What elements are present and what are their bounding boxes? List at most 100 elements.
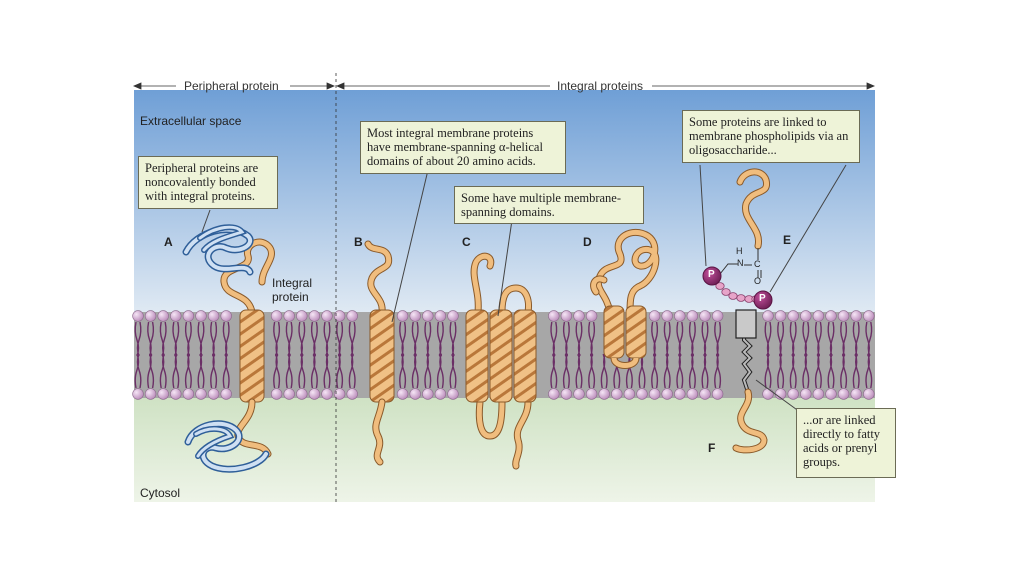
lipid-head-outer — [132, 310, 144, 322]
lipid-tail-outer — [802, 321, 810, 357]
lipid-head-inner — [863, 388, 875, 400]
lipid-tail-outer — [411, 321, 419, 357]
lipid-head-outer — [144, 310, 157, 322]
lipid-head-inner — [182, 388, 195, 400]
lipid-tail-outer — [285, 321, 293, 357]
lipid-head-inner — [207, 388, 220, 400]
lipid-tail-outer — [764, 321, 772, 357]
lipid-tail-inner — [285, 353, 293, 389]
letter-f: F — [708, 441, 716, 455]
lipid-tail-outer — [701, 321, 709, 357]
lipid-head-inner — [422, 388, 434, 400]
lipid-tail-outer — [714, 321, 722, 357]
lipid-head-outer — [825, 310, 837, 322]
sugar-bead — [736, 294, 746, 302]
lipid-tail-inner — [701, 353, 709, 389]
lipid-heads — [132, 310, 875, 400]
lipid-tail-outer — [298, 321, 306, 357]
lipid-head-inner — [711, 388, 724, 400]
lipid-head-outer — [409, 310, 421, 322]
phosphate-2-letter: P — [759, 293, 766, 304]
lipid-tail-outer — [147, 321, 155, 357]
lipid-tail-outer — [348, 321, 356, 357]
lipid-tail-inner — [399, 353, 407, 389]
phosphate-1 — [702, 266, 722, 286]
lipid-tail-inner — [273, 353, 281, 389]
lipid-head-inner — [585, 388, 598, 400]
letter-e: E — [783, 233, 792, 247]
lipid-tail-inner — [764, 353, 772, 389]
lipid-tail-outer — [663, 321, 671, 357]
lipid-head-outer — [220, 310, 232, 322]
lipid-tail-outer — [852, 321, 860, 357]
callout-oligosaccharide: Some proteins are linked to membrane pho… — [682, 110, 860, 163]
lipid-head-inner — [434, 388, 447, 400]
lipid-head-outer — [396, 310, 409, 322]
lipid-head-outer — [585, 310, 598, 322]
lipid-head-inner — [686, 388, 699, 400]
lipid-head-inner — [762, 388, 774, 400]
peripheral-protein-top — [182, 224, 254, 276]
sugar-bead — [728, 292, 738, 300]
protein-f — [732, 309, 768, 454]
lipid-head-inner — [283, 388, 295, 400]
lipid-head-outer — [686, 310, 699, 322]
peripheral-protein-header: Peripheral protein — [184, 79, 279, 93]
lipid-tail-inner — [802, 353, 810, 389]
lipid-head-inner — [699, 388, 711, 400]
header-arrows — [132, 73, 876, 502]
lipid-tail-inner — [575, 353, 583, 389]
lipid-tail-inner — [714, 353, 722, 389]
protein-c — [465, 252, 537, 470]
lipid-tail-outer — [424, 321, 432, 357]
lipid-tail-outer — [676, 321, 684, 357]
lipid-tail-inner — [777, 353, 785, 389]
lipid-tail-inner — [323, 353, 331, 389]
lipid-head-inner — [308, 388, 321, 400]
lipid-head-outer — [850, 310, 862, 322]
atom-h: H — [736, 246, 743, 256]
lipid-head-inner — [648, 388, 661, 400]
lipid-tail-inner — [562, 353, 570, 389]
lipid-head-inner — [132, 388, 144, 400]
letter-b: B — [354, 235, 363, 249]
atom-c: C — [754, 259, 761, 269]
integral-proteins-header: Integral proteins — [557, 79, 644, 93]
lipid-tail-inner — [310, 353, 318, 389]
sugar-bead — [721, 288, 731, 296]
lipid-head-outer — [170, 310, 182, 322]
lipid-tail-outer — [197, 321, 205, 357]
lipid-tail-outer — [777, 321, 785, 357]
lipid-tail-outer — [588, 321, 596, 357]
lipid-tail-inner — [336, 353, 344, 389]
lipid-head-inner — [157, 388, 169, 400]
lipid-head-outer — [674, 310, 686, 322]
lipid-tail-outer — [210, 321, 218, 357]
lipid-head-inner — [220, 388, 232, 400]
lipid-head-outer — [774, 310, 787, 322]
protein-a — [220, 238, 275, 458]
integral-protein-label: Integral protein — [272, 276, 313, 304]
lipid-tail-outer — [436, 321, 444, 357]
lipid-tail-inner — [827, 353, 835, 389]
lipid-head-outer — [800, 310, 812, 322]
lipid-tail-inner — [638, 353, 646, 389]
lipid-head-outer — [283, 310, 295, 322]
lipid-tail-inner — [134, 353, 142, 389]
letter-d: D — [583, 235, 592, 249]
callout-alpha-helical: Most integral membrane proteins have mem… — [360, 121, 566, 174]
lipid-tail-outer — [827, 321, 835, 357]
lipid-tail-outer — [323, 321, 331, 357]
lipid-head-inner — [661, 388, 673, 400]
lipid-head-outer — [422, 310, 434, 322]
lipid-tail-outer — [575, 321, 583, 357]
lipid-tail-inner — [814, 353, 822, 389]
lipid-tail-inner — [588, 353, 596, 389]
lipid-tail-inner — [600, 353, 608, 389]
lipid-head-outer — [321, 310, 333, 322]
lipid-head-outer — [157, 310, 169, 322]
sugar-bead — [715, 282, 725, 290]
lipid-tail-inner — [348, 353, 356, 389]
letter-c: C — [462, 235, 471, 249]
lipid-tail-outer — [172, 321, 180, 357]
